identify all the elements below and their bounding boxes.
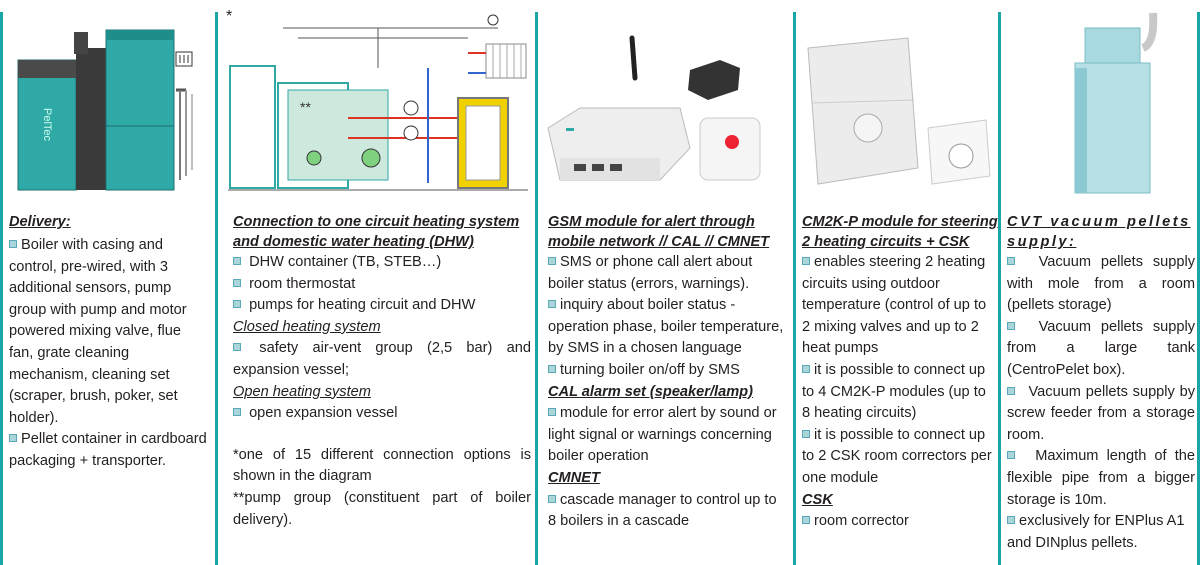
list-item: Boiler with casing and control, pre-wire… — [9, 237, 187, 426]
list-item: Vacuum pellets supply by screw feeder fr… — [1007, 383, 1196, 443]
open-system-label: Open heating system — [233, 383, 371, 400]
footnote-marker: * — [226, 8, 233, 25]
bullet-icon — [1007, 451, 1015, 460]
bullet-icon — [548, 494, 556, 503]
connection-diagram: ** — [228, 8, 530, 208]
list-item: room corrector — [802, 511, 998, 533]
cvt-section: CVT vacuum pellets supply: Vacuum pellet… — [1007, 212, 1195, 554]
bullet-icon — [9, 240, 17, 248]
bullet-icon — [802, 257, 810, 265]
gsm-module-image — [540, 8, 790, 208]
cvt-vacuum-image — [1003, 8, 1195, 208]
list-item: inquiry about boiler status - operation … — [548, 297, 784, 357]
list-item: Maximum length of the flexible pipe from… — [1007, 448, 1195, 508]
column-divider — [0, 12, 3, 565]
list-item: module for error alert by sound or light… — [548, 405, 777, 465]
column-divider — [535, 12, 538, 565]
delivery-title: Delivery: — [9, 214, 71, 230]
bullet-icon — [233, 257, 241, 265]
footnote-2: **pump group (constituent part of boiler… — [233, 489, 531, 528]
bullet-icon — [548, 300, 556, 309]
list-item: pumps for heating circuit and DHW — [233, 295, 531, 317]
bullet-icon — [1007, 257, 1015, 265]
boiler-image: PelTec — [8, 8, 208, 208]
list-item: exclusively for ENPlus A1 and DINplus pe… — [1007, 513, 1185, 551]
column-divider — [1197, 12, 1200, 565]
list-item: Vacuum pellets supply from a large tank … — [1007, 318, 1196, 378]
bullet-icon — [802, 364, 810, 373]
list-item: DHW container (TB, STEB…) — [233, 252, 531, 274]
column-divider — [793, 12, 796, 565]
list-item: open expansion vessel — [233, 403, 531, 425]
boiler-logo: PelTec — [41, 108, 53, 142]
footnote-1: *one of 15 different connection options … — [233, 446, 531, 485]
list-item: Pellet container in cardboard packaging … — [9, 431, 207, 469]
list-item: enables steering 2 heating circuits usin… — [802, 254, 987, 357]
list-item: safety air-vent group (2,5 bar) and expa… — [233, 340, 531, 378]
list-item: it is possible to connect up to 4 CM2K-P… — [802, 361, 986, 422]
cmnet-label: CMNET — [548, 469, 600, 486]
delivery-section: Delivery: Boiler with casing and control… — [9, 212, 209, 473]
column-divider — [215, 12, 218, 565]
bullet-icon — [548, 257, 556, 265]
connection-title: Connection to one circuit heating system… — [233, 214, 520, 250]
bullet-icon — [233, 343, 241, 352]
connection-section: Connection to one circuit heating system… — [233, 212, 531, 531]
bullet-icon — [802, 429, 810, 438]
closed-system-label: Closed heating system — [233, 318, 381, 335]
list-item: it is possible to connect up to 2 CSK ro… — [802, 426, 992, 486]
bullet-icon — [1007, 321, 1015, 330]
list-item: turning boiler on/off by SMS — [548, 360, 788, 382]
list-item: cascade manager to control up to 8 boile… — [548, 491, 777, 530]
cvt-title: CVT vacuum pellets supply: — [1007, 214, 1191, 250]
bullet-icon — [548, 364, 556, 373]
column-divider — [998, 12, 1001, 565]
cm2k-module-image — [798, 8, 996, 208]
bullet-icon — [802, 516, 810, 525]
bullet-icon — [233, 408, 241, 417]
list-item: Vacuum pellets supply with mole from a r… — [1007, 254, 1196, 314]
bullet-icon — [548, 408, 556, 417]
gsm-title: GSM module for alert through mobile netw… — [548, 214, 770, 250]
cm2k-section: CM2K-P module for steering 2 heating cir… — [802, 212, 998, 533]
pump-group-marker: ** — [300, 99, 311, 115]
bullet-icon — [233, 278, 241, 287]
bullet-icon — [9, 434, 17, 443]
list-item: SMS or phone call alert about boiler sta… — [548, 254, 753, 292]
bullet-icon — [1007, 516, 1015, 525]
cal-label: CAL alarm set (speaker/lamp) — [548, 383, 753, 400]
list-item: room thermostat — [233, 274, 531, 296]
gsm-section: GSM module for alert through mobile netw… — [548, 212, 788, 533]
bullet-icon — [233, 300, 241, 309]
bullet-icon — [1007, 386, 1015, 395]
csk-label: CSK — [802, 491, 833, 508]
cm2k-title: CM2K-P module for steering 2 heating cir… — [802, 214, 998, 250]
